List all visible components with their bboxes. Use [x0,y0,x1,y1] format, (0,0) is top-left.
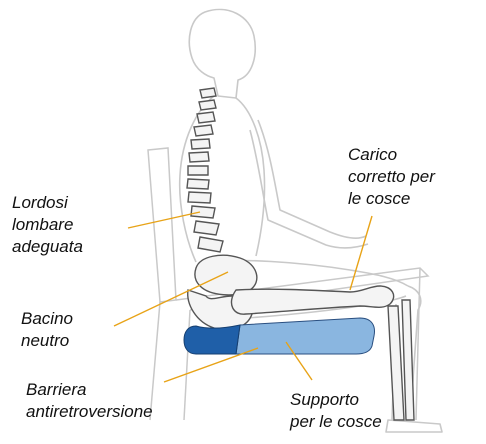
label-lordosi-lombare: Lordosi lombare adeguata [12,192,83,258]
cushion-antiretroversion-barrier [184,325,240,354]
label-carico-cosce: Carico corretto per le cosce [348,144,435,210]
label-supporto-cosce: Supporto per le cosce [290,389,382,433]
label-bacino-neutro: Bacino neutro [21,308,73,352]
pointer-carico [350,216,372,290]
skeleton [187,88,414,420]
pointer-lordosi [128,212,200,228]
label-barriera-antiretroversione: Barriera antiretroversione [26,379,153,423]
body-outline [180,9,442,432]
